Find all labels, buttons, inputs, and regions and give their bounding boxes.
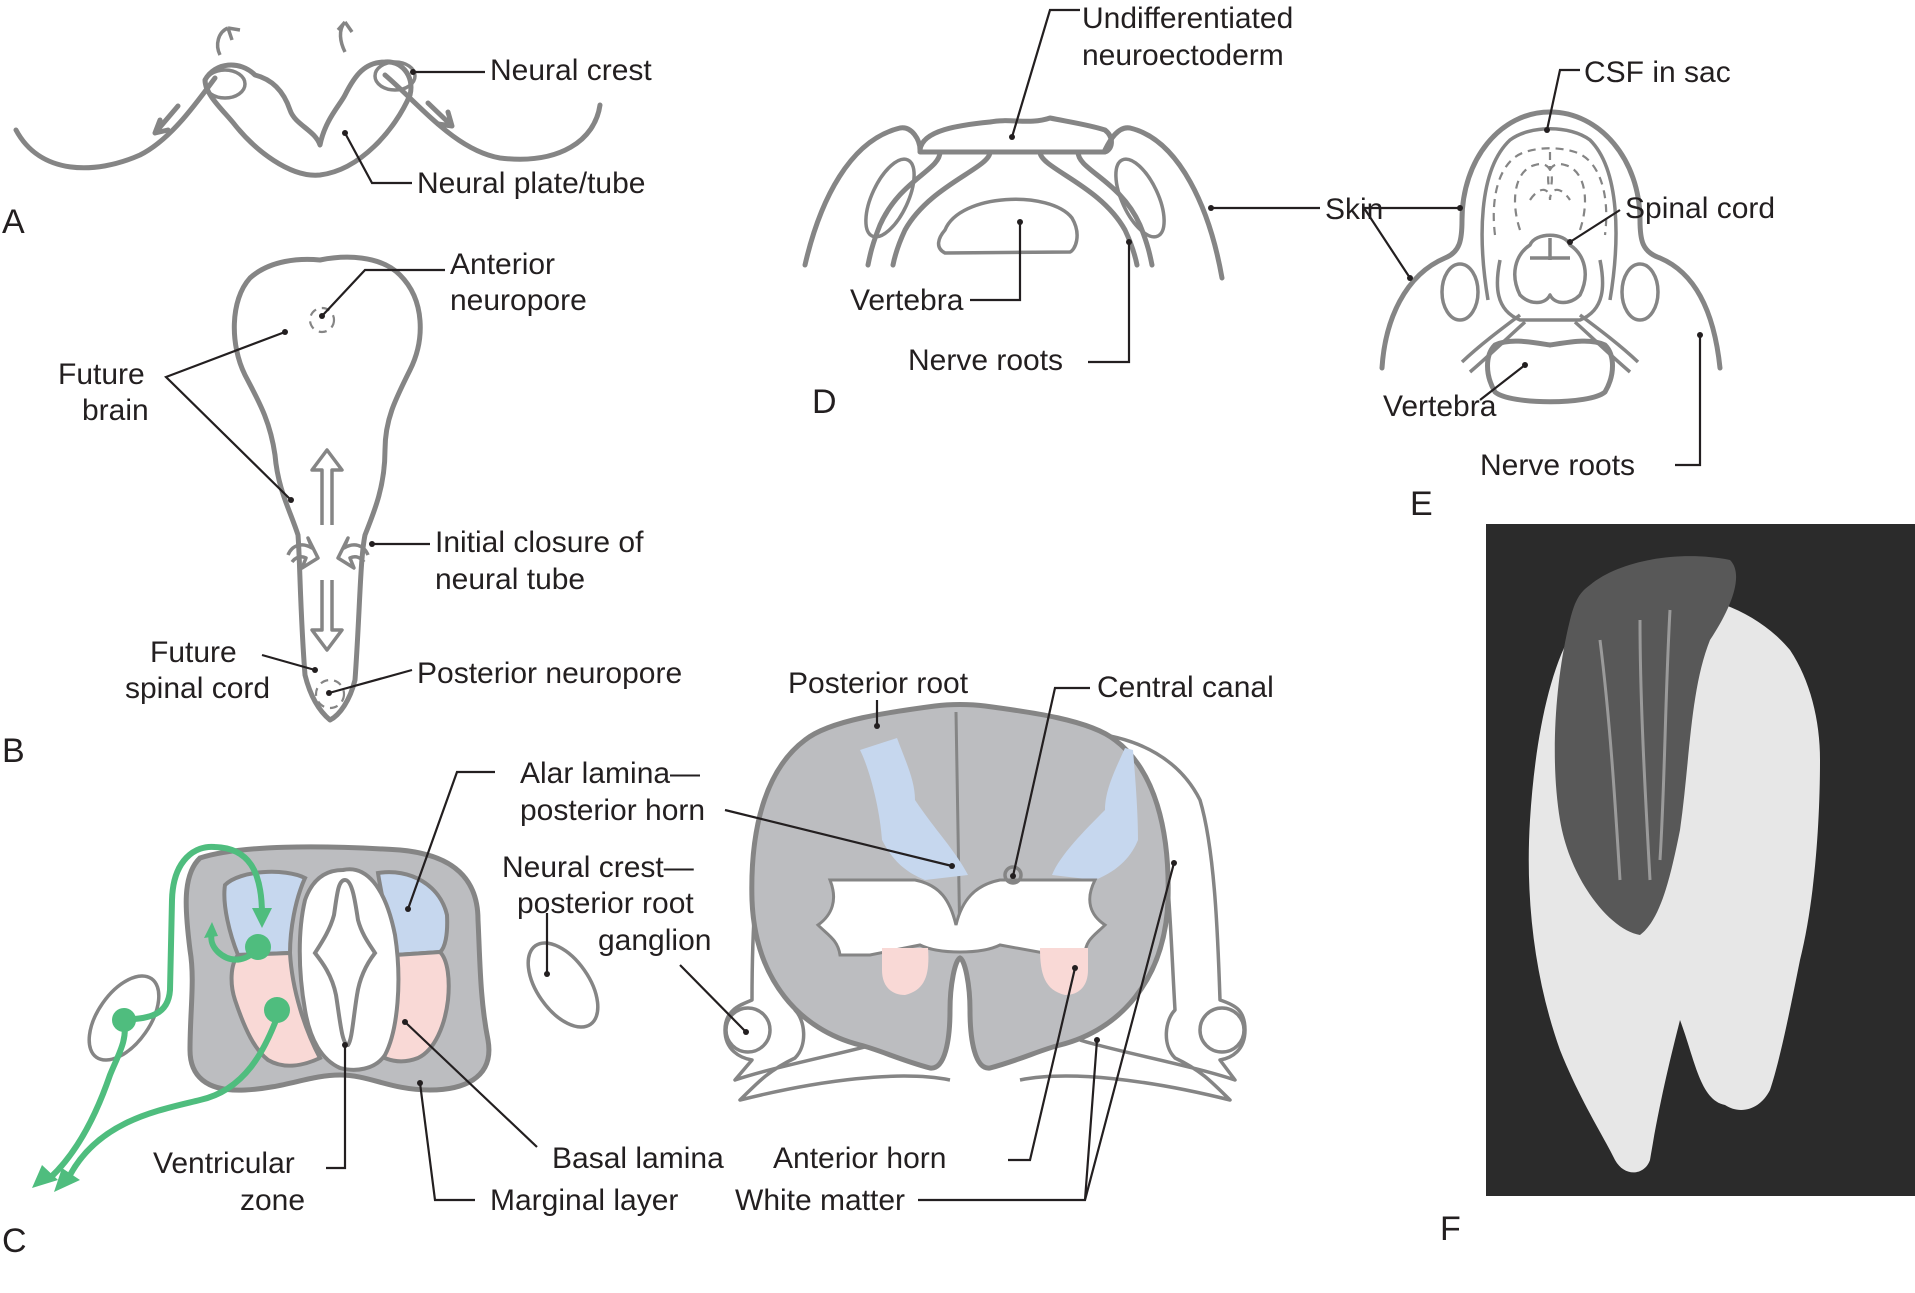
label-csf-in-sac: CSF in sac <box>1584 56 1731 89</box>
alar-neuron <box>245 934 271 960</box>
panel-b: Anterior neuropore Future brain Initial … <box>2 248 682 770</box>
panel-f: F <box>1440 524 1915 1248</box>
neuroectoderm-plate <box>917 115 1114 155</box>
curved-arrow-right <box>336 20 354 53</box>
basal-neuron <box>264 997 290 1023</box>
vertebra-e <box>1485 338 1615 405</box>
meninges-e <box>1495 259 1605 322</box>
neural-plate <box>202 59 414 178</box>
panel-a: Neural crest Neural plate/tube A <box>2 20 652 241</box>
label-future-brain-line2: brain <box>82 394 149 427</box>
label-initial-closure: Initial closure of <box>435 526 644 559</box>
panel-d: Undifferentiated neuroectoderm Vertebra … <box>802 2 1383 421</box>
label-vertebra-d: Vertebra <box>850 284 964 317</box>
panel-letter-b: B <box>2 732 25 770</box>
migration-arrow-right <box>425 100 455 129</box>
afferent-pathway-arrow <box>121 843 265 1023</box>
neural-crest-left <box>203 68 247 100</box>
ganglion-right-d <box>1114 157 1166 239</box>
panel-e: CSF in sac Spinal cord Vertebra Nerve ro… <box>1361 56 1775 523</box>
closure-arrow-down <box>310 580 344 652</box>
dural-layer-left <box>865 149 943 268</box>
label-posterior-horn: posterior horn <box>520 794 705 827</box>
ganglion-left-e <box>1440 262 1480 322</box>
posterior-horn-right <box>1052 748 1138 880</box>
ectoderm-right <box>382 72 603 162</box>
label-skin: Skin <box>1325 193 1383 226</box>
inner-sac-e <box>1480 127 1618 301</box>
neural-crest-right-c <box>526 941 600 1029</box>
ectoderm-left <box>13 75 218 171</box>
curved-arrow-left <box>215 26 241 56</box>
label-future-brain: Future <box>58 358 145 391</box>
anterior-horn-left <box>882 948 929 995</box>
inner-layer-right <box>1037 149 1140 268</box>
neural-crest-right <box>373 60 417 92</box>
label-posterior-neuropore: Posterior neuropore <box>417 657 682 690</box>
ganglion-left-d <box>864 157 916 239</box>
label-neural-crest-c: Neural crest— <box>502 851 694 884</box>
label-undifferentiated: Undifferentiated <box>1082 2 1293 35</box>
panel-letter-e: E <box>1410 485 1433 523</box>
embryo-neural-tube-outline <box>231 254 423 723</box>
posterior-root-ganglion-right <box>1198 1006 1246 1054</box>
label-ventricular-zone-line2: zone <box>240 1184 305 1217</box>
label-neural-plate-tube: Neural plate/tube <box>417 167 646 200</box>
label-neural-crest: Neural crest <box>490 54 652 87</box>
efferent-arrow-1 <box>47 1017 128 1181</box>
ganglion-right-e <box>1620 262 1660 322</box>
neural-crest-cell <box>112 1008 136 1032</box>
central-canal <box>1003 865 1023 885</box>
anterior-neuropore <box>308 306 336 334</box>
anterior-horn-right <box>1040 948 1088 995</box>
label-white-matter: White matter <box>735 1184 905 1217</box>
panel-letter-f: F <box>1440 1210 1461 1248</box>
label-nerve-roots-e: Nerve roots <box>1480 449 1635 482</box>
label-posterior-root-ganglion: posterior root <box>517 887 694 920</box>
panel-c-embryonic-cord: Alar lamina— posterior horn Neural crest… <box>2 757 724 1260</box>
panel-letter-d: D <box>812 383 837 421</box>
label-marginal-layer: Marginal layer <box>490 1184 678 1217</box>
label-vertebra-e: Vertebra <box>1383 390 1497 423</box>
label-central-canal: Central canal <box>1097 671 1274 704</box>
posterior-median-septum <box>954 711 962 949</box>
skin-d <box>802 125 1225 281</box>
migration-arrow-left <box>152 103 181 136</box>
closure-arrow-left <box>286 536 320 570</box>
label-future-spinal-cord: Future <box>150 636 237 669</box>
label-anterior-neuropore-line2: neuropore <box>450 284 587 317</box>
label-initial-closure-line2: neural tube <box>435 563 585 596</box>
label-posterior-root: Posterior root <box>788 667 969 700</box>
closure-arrow-right <box>336 536 370 570</box>
lesion-highlights <box>1598 609 1672 881</box>
inner-layer-left <box>890 149 993 268</box>
label-anterior-horn: Anterior horn <box>773 1142 946 1175</box>
label-nerve-roots-d: Nerve roots <box>908 344 1063 377</box>
panel-c-mature-cord: Posterior root Central canal Anterior ho… <box>679 667 1274 1217</box>
label-ventricular-zone: Ventricular <box>153 1147 295 1180</box>
dashed-cord-outline <box>1492 147 1608 236</box>
label-anterior-neuropore: Anterior <box>450 248 555 281</box>
nerve-roots-e <box>1460 313 1640 374</box>
posterior-horn-left <box>860 738 968 880</box>
panel-letter-a: A <box>2 203 25 241</box>
neural-crest-left-c <box>87 974 161 1062</box>
label-future-spinal-cord-line2: spinal cord <box>125 672 270 705</box>
label-alar-lamina: Alar lamina— <box>520 757 700 790</box>
panel-letter-c: C <box>2 1222 27 1260</box>
efferent-arrow-2 <box>67 1012 281 1178</box>
closure-arrow-up <box>310 448 344 525</box>
label-ganglion: ganglion <box>598 924 711 957</box>
label-spinal-cord: Spinal cord <box>1625 192 1775 225</box>
vertebra-d <box>936 197 1079 255</box>
label-basal-lamina: Basal lamina <box>552 1142 724 1175</box>
posterior-root-ganglion-left <box>724 1006 772 1054</box>
spinal-cord-e <box>1513 233 1587 305</box>
posterior-neuropore <box>314 678 346 710</box>
label-neuroectoderm: neuroectoderm <box>1082 39 1284 72</box>
dural-layer-right <box>1075 149 1155 268</box>
